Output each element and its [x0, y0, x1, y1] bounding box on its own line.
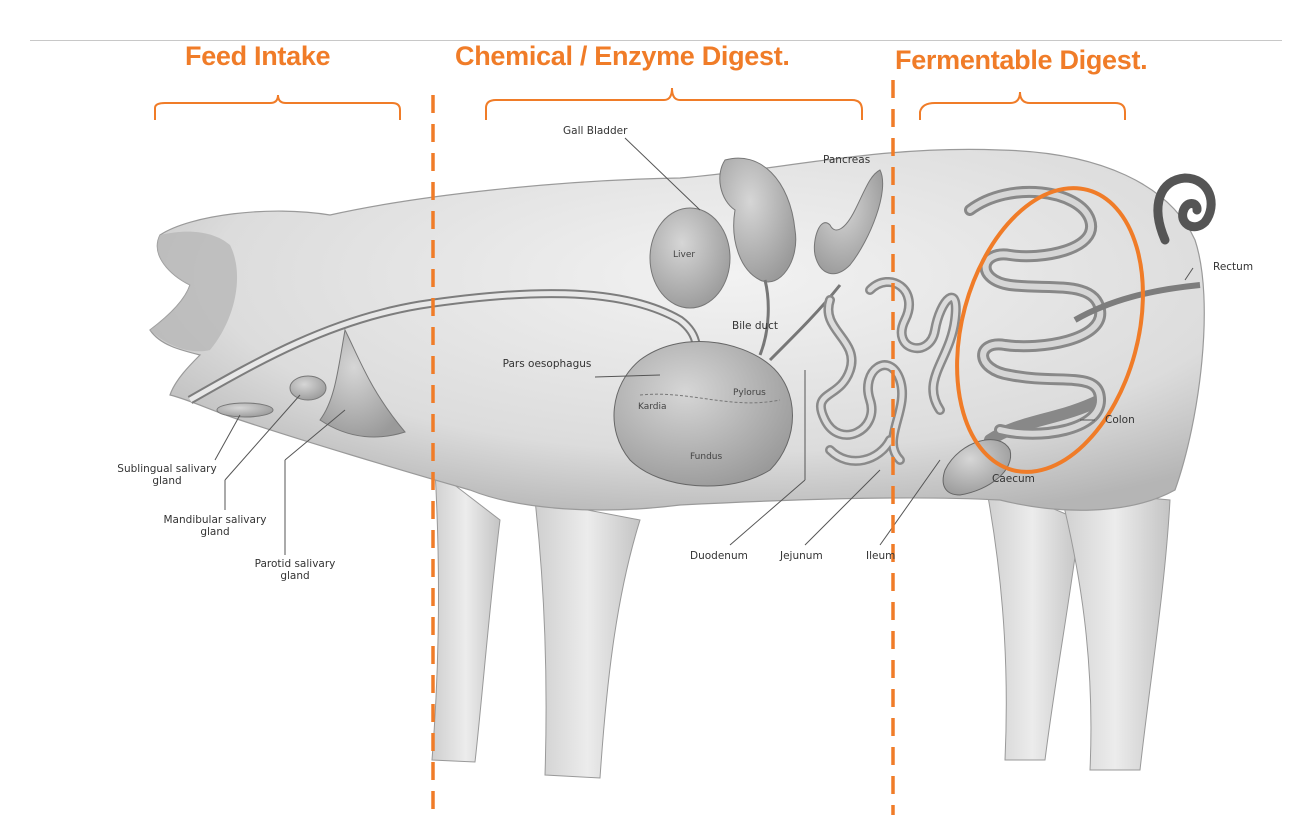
brace-feed-intake: [155, 95, 400, 120]
label-rectum: Rectum: [1213, 261, 1253, 273]
section-title-feed-intake: Feed Intake: [185, 41, 330, 72]
sublingual-gland: [217, 403, 273, 417]
section-braces: [155, 88, 1125, 120]
label-gall-bladder: Gall Bladder: [563, 125, 627, 137]
mandibular-gland: [290, 376, 326, 400]
brace-chemical: [486, 88, 862, 120]
label-parotid: Parotid salivary gland: [240, 558, 350, 582]
label-pars-oesophagus: Pars oesophagus: [497, 358, 597, 370]
section-title-chemical: Chemical / Enzyme Digest.: [455, 41, 790, 72]
hind-left-leg: [985, 480, 1080, 760]
hind-right-leg: [1060, 490, 1170, 770]
label-jejunum: Jejunum: [780, 550, 823, 562]
label-kardia: Kardia: [638, 402, 667, 412]
label-pancreas: Pancreas: [823, 154, 870, 166]
front-right-leg: [535, 500, 640, 778]
label-duodenum: Duodenum: [690, 550, 748, 562]
label-caecum: Caecum: [992, 473, 1035, 485]
label-pylorus: Pylorus: [733, 388, 766, 398]
label-liver: Liver: [673, 250, 695, 260]
stomach-organ: [614, 341, 793, 486]
label-ileum: Ileum: [866, 550, 895, 562]
front-left-leg: [432, 470, 500, 762]
brace-fermentable: [920, 92, 1125, 120]
label-colon: Colon: [1105, 414, 1135, 426]
label-bile-duct: Bile duct: [732, 320, 778, 332]
label-fundus: Fundus: [690, 452, 722, 462]
section-title-fermentable: Fermentable Digest.: [895, 45, 1147, 76]
label-mandibular: Mandibular salivary gland: [160, 514, 270, 538]
label-sublingual: Sublingual salivary gland: [112, 463, 222, 487]
